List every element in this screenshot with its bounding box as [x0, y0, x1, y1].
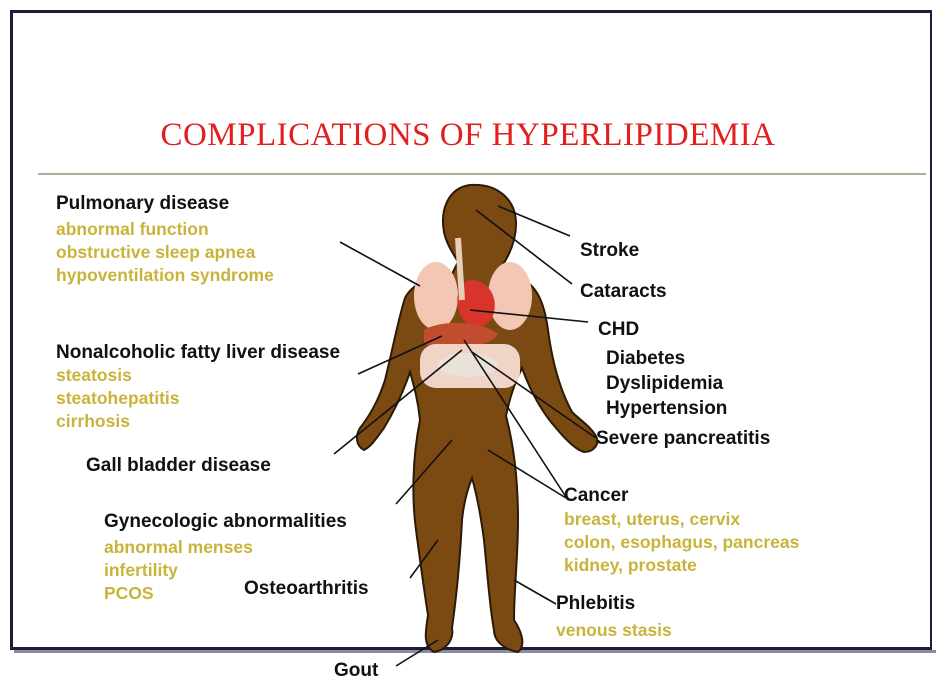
cancer-details: breast, uterus, cervix colon, esophagus,… [564, 508, 799, 577]
detail-pcos: PCOS [104, 582, 253, 605]
detail-steatohepatitis: steatohepatitis [56, 387, 180, 410]
detail-abnormal-function: abnormal function [56, 218, 274, 241]
label-gall-bladder-disease: Gall bladder disease [86, 455, 271, 477]
detail-cirrhosis: cirrhosis [56, 410, 180, 433]
phlebitis-details: venous stasis [556, 619, 672, 642]
chd-related: Diabetes Dyslipidemia Hypertension [606, 346, 727, 421]
label-gynecologic-abnormalities: Gynecologic abnormalities [104, 511, 347, 533]
detail-kidney-prostate: kidney, prostate [564, 554, 799, 577]
pointer-gout [396, 640, 438, 666]
related-diabetes: Diabetes [606, 346, 727, 371]
label-osteoarthritis: Osteoarthritis [244, 578, 369, 600]
detail-venous-stasis: venous stasis [556, 619, 672, 642]
lung-left [414, 262, 458, 330]
gynecologic-details: abnormal menses infertility PCOS [104, 536, 253, 605]
pointer-pulmonary [340, 242, 420, 286]
detail-obstructive-sleep-apnea: obstructive sleep apnea [56, 241, 274, 264]
trachea [458, 238, 462, 300]
label-cataracts: Cataracts [580, 281, 667, 303]
detail-hypoventilation-syndrome: hypoventilation syndrome [56, 264, 274, 287]
label-pulmonary-disease: Pulmonary disease [56, 193, 229, 215]
detail-infertility: infertility [104, 559, 253, 582]
lung-right [488, 262, 532, 330]
label-phlebitis: Phlebitis [556, 593, 635, 615]
label-severe-pancreatitis: Severe pancreatitis [596, 428, 770, 450]
detail-steatosis: steatosis [56, 364, 180, 387]
related-dyslipidemia: Dyslipidemia [606, 371, 727, 396]
label-gout: Gout [334, 660, 378, 682]
label-fatty-liver-disease: Nonalcoholic fatty liver disease [56, 342, 340, 364]
related-hypertension: Hypertension [606, 396, 727, 421]
liver-details: steatosis steatohepatitis cirrhosis [56, 364, 180, 433]
pulmonary-details: abnormal function obstructive sleep apne… [56, 218, 274, 287]
label-chd: CHD [598, 319, 639, 341]
detail-colon-esophagus-pancreas: colon, esophagus, pancreas [564, 531, 799, 554]
pointer-phlebitis [514, 580, 556, 604]
small-intestine [438, 353, 498, 377]
detail-breast-uterus-cervix: breast, uterus, cervix [564, 508, 799, 531]
label-cancer: Cancer [564, 485, 628, 507]
detail-abnormal-menses: abnormal menses [104, 536, 253, 559]
human-body-silhouette [357, 185, 597, 652]
label-stroke: Stroke [580, 240, 639, 262]
